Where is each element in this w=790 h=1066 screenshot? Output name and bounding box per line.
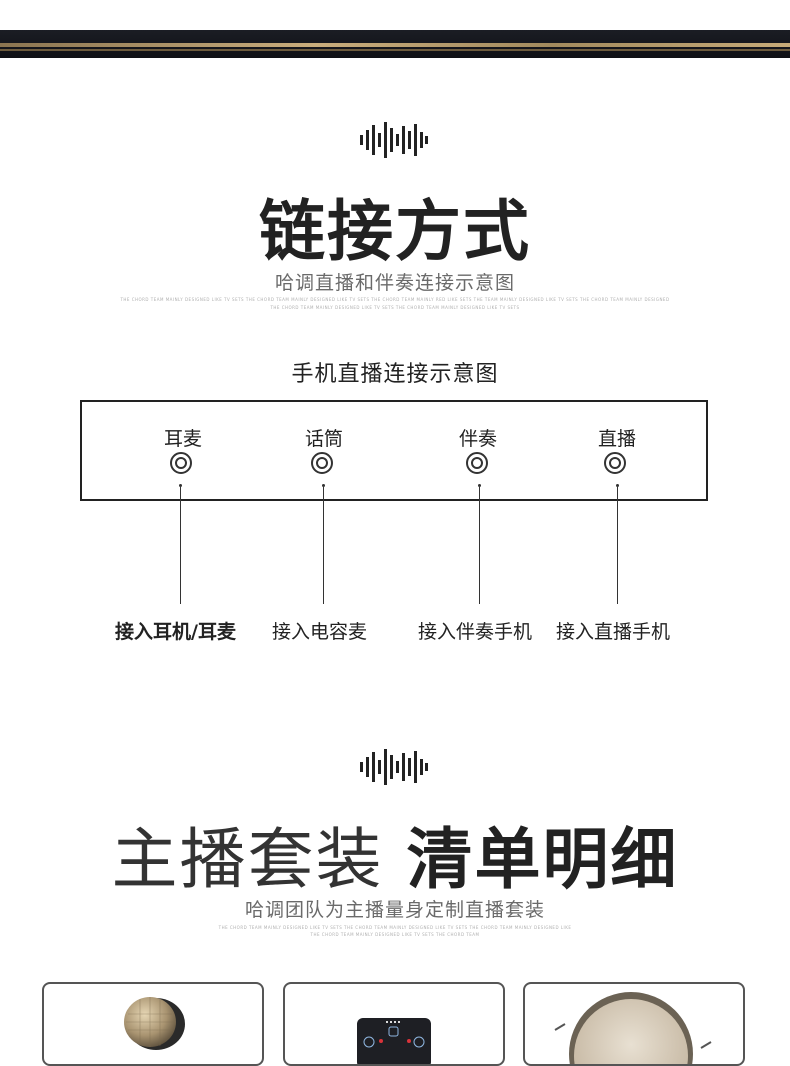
device-panel: [80, 400, 708, 501]
port-microphone: 话筒: [274, 424, 374, 451]
port-label: 伴奏: [458, 428, 497, 450]
connection-label: 接入伴奏手机: [418, 621, 533, 643]
microphone-image: [124, 997, 185, 1050]
section-subtitle-connection: 哈调直播和伴奏连接示意图: [274, 272, 515, 294]
port-accompaniment: 伴奏: [428, 424, 528, 451]
connector-dot: [322, 484, 325, 487]
fine-print-line: THE CHORD TEAM MAINLY DESIGNED LIKE TV S…: [270, 305, 520, 310]
sound-card-image: [357, 1018, 431, 1064]
fine-print-line: THE CHORD TEAM MAINLY DESIGNED LIKE TV S…: [120, 297, 670, 302]
fine-print-line: THE CHORD TEAM MAINLY DESIGNED LIKE TV S…: [218, 925, 572, 930]
section-title-kit-thin: 主播套装: [111, 821, 384, 898]
product-card-ring-light[interactable]: [523, 982, 745, 1066]
sound-wave-icon: [359, 749, 429, 785]
section-subtitle-kit: 哈调团队为主播量身定制直播套装: [244, 899, 545, 921]
connector-line: [323, 487, 324, 604]
port-label: 耳麦: [163, 428, 202, 450]
product-card-sound-card[interactable]: [283, 982, 505, 1066]
top-banner-gold-strip: [0, 43, 790, 47]
jack-socket-icon: [311, 452, 333, 474]
fine-print-line: THE CHORD TEAM MAINLY DESIGNED LIKE TV S…: [310, 932, 480, 937]
port-label: 话筒: [304, 428, 343, 450]
jack-socket-icon: [466, 452, 488, 474]
sound-wave-icon: [359, 122, 429, 158]
jack-socket-icon: [170, 452, 192, 474]
jack-socket-icon: [604, 452, 626, 474]
port-label: 直播: [597, 428, 636, 450]
diagram-title: 手机直播连接示意图: [291, 362, 499, 387]
connector-dot: [616, 484, 619, 487]
connector-dot: [179, 484, 182, 487]
top-banner-gold-line: [0, 49, 790, 51]
connection-label: 接入直播手机: [556, 621, 671, 643]
connector-line: [180, 487, 181, 604]
section-title-connection: 链接方式: [259, 193, 531, 270]
product-card-microphone[interactable]: [42, 982, 264, 1066]
port-headset: 耳麦: [133, 424, 233, 451]
section-title-kit-bold: 清单明细: [406, 821, 679, 898]
connector-dot: [478, 484, 481, 487]
port-live: 直播: [567, 424, 667, 451]
section-title-kit: 主播套装 清单明细: [0, 806, 790, 902]
connector-line: [479, 487, 480, 604]
top-banner: [0, 0, 790, 58]
connection-label: 接入电容麦: [272, 621, 368, 643]
connection-label: 接入耳机/耳麦: [115, 621, 236, 643]
ring-light-image: [554, 992, 712, 1064]
connector-line: [617, 487, 618, 604]
